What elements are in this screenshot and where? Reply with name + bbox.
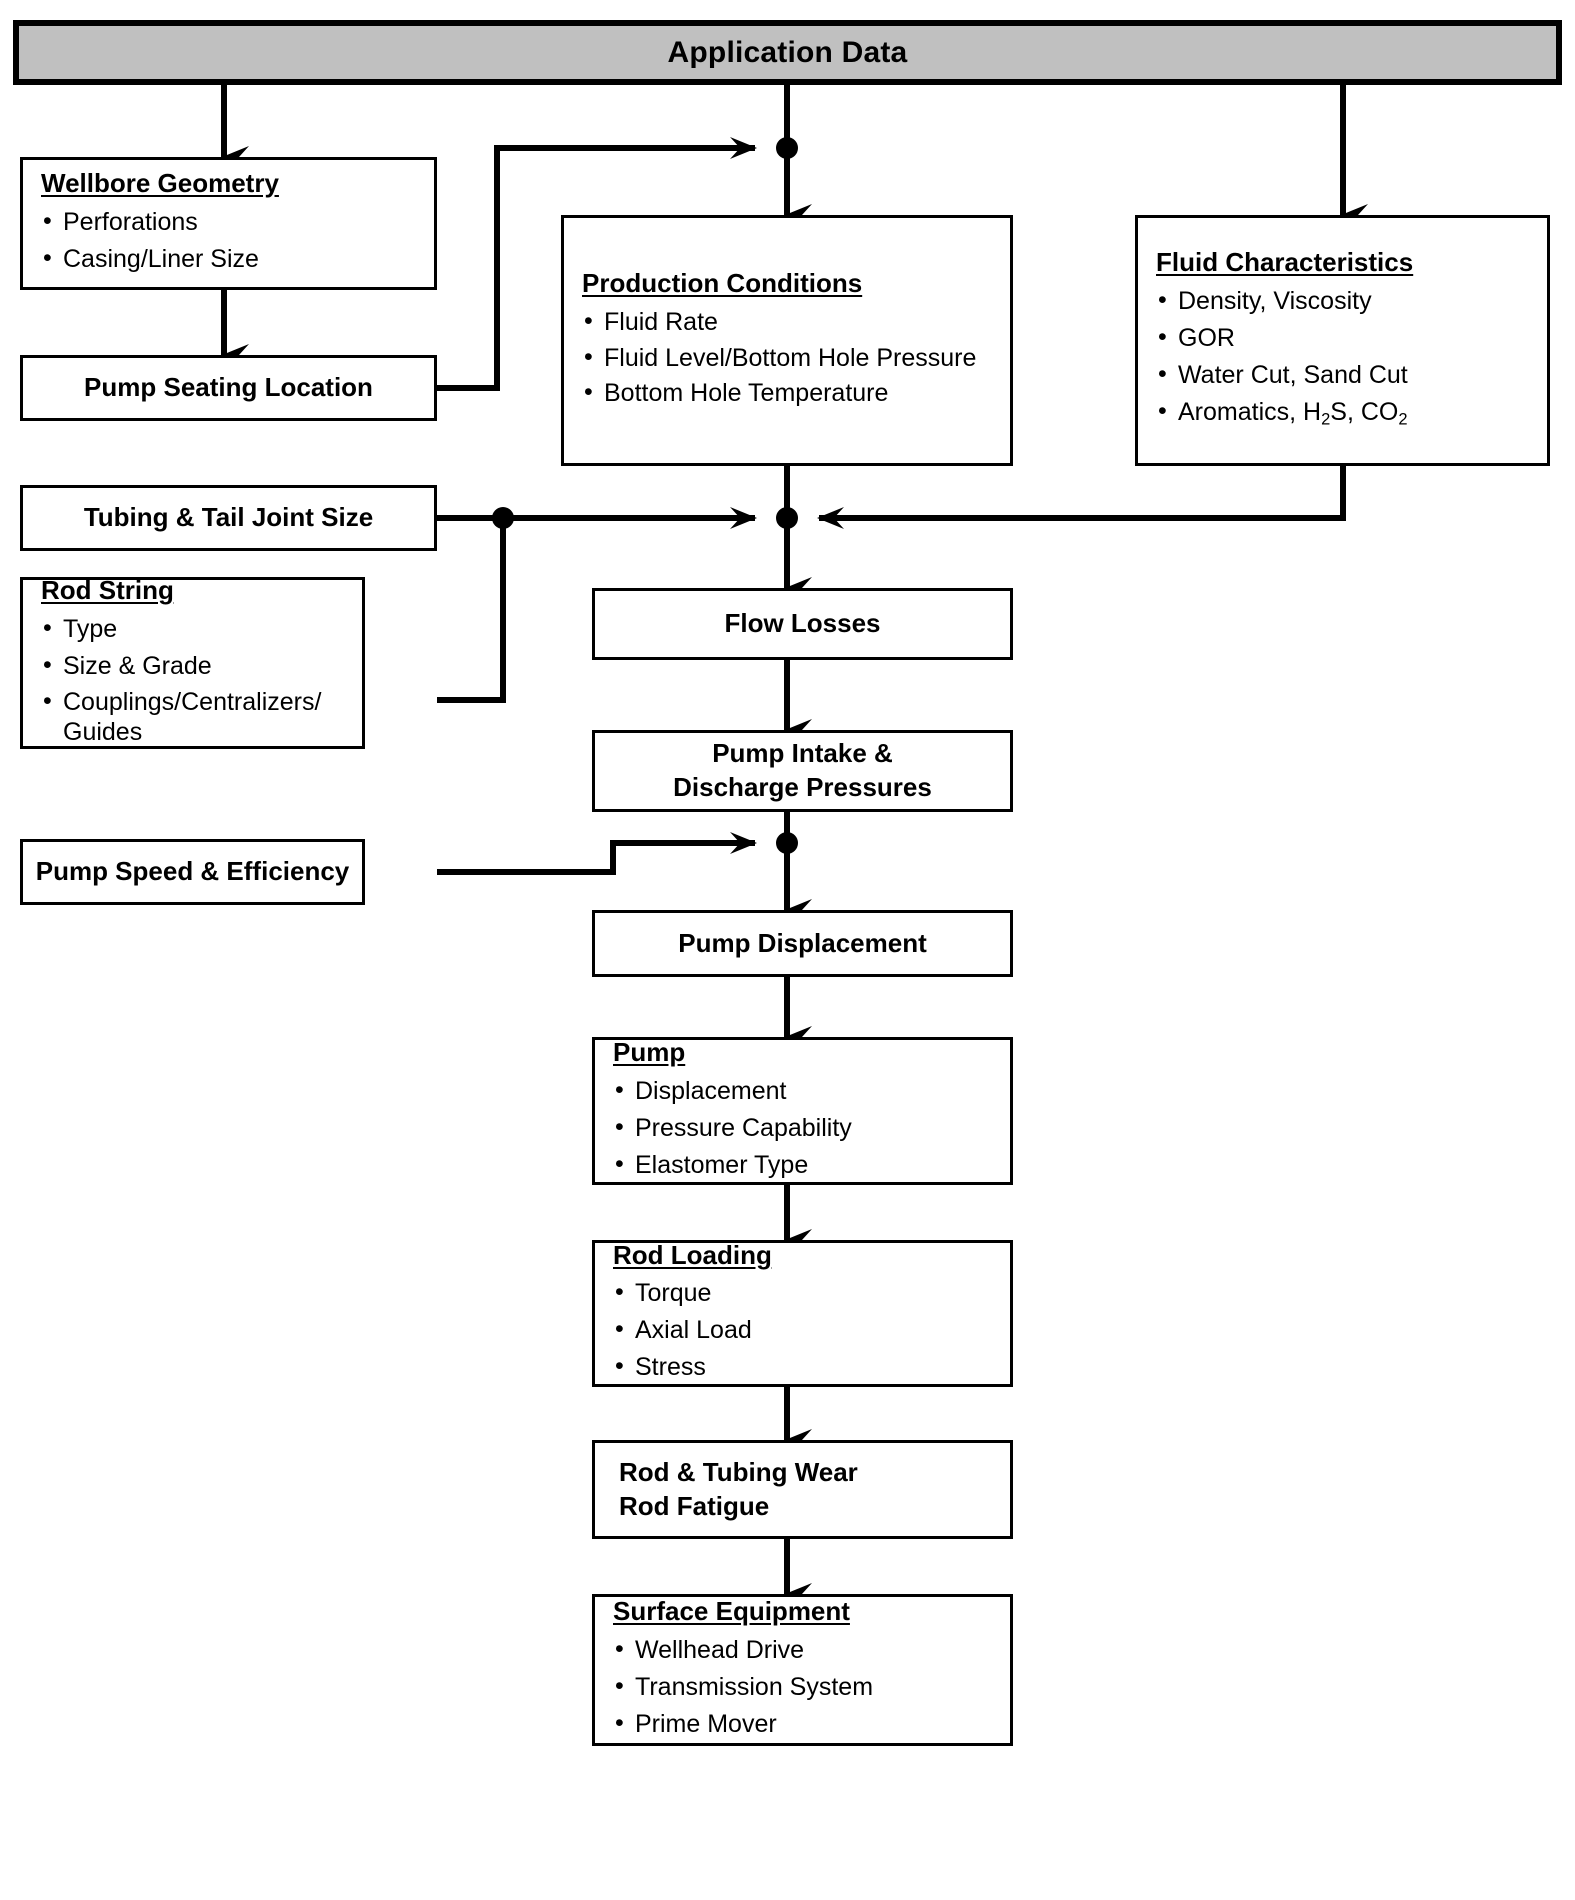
fluid-characteristics-list: Density, Viscosity GOR Water Cut, Sand C…	[1138, 281, 1547, 435]
junction-dot-displacement	[776, 832, 798, 854]
aromatics-pre: Aromatics, H	[1178, 397, 1322, 426]
aromatics-sub-1: 2	[1321, 410, 1331, 429]
list-item: Axial Load	[613, 1313, 1002, 1347]
list-item: Fluid Rate	[582, 305, 1002, 339]
rod-tubing-wear-line2: Rod Fatigue	[619, 1490, 770, 1521]
pump-pressures-line2: Discharge Pressures	[673, 772, 932, 802]
list-item: Torque	[613, 1276, 1002, 1310]
list-item: Type	[41, 612, 354, 646]
node-pump-displacement[interactable]: Pump Displacement	[592, 910, 1013, 977]
pump-title: Pump	[613, 1037, 686, 1068]
list-item: GOR	[1156, 321, 1539, 355]
node-surface-equipment[interactable]: Surface Equipment Wellhead Drive Transmi…	[592, 1594, 1013, 1746]
node-rod-loading[interactable]: Rod Loading Torque Axial Load Stress	[592, 1240, 1013, 1387]
rod-string-list: Type Size & Grade Couplings/Centralizers…	[23, 609, 362, 752]
surface-equipment-list: Wellhead Drive Transmission System Prime…	[595, 1630, 1010, 1745]
list-item: Elastomer Type	[613, 1148, 1002, 1182]
rod-loading-list: Torque Axial Load Stress	[595, 1273, 1010, 1388]
tubing-tail-joint-label: Tubing & Tail Joint Size	[83, 502, 374, 533]
pump-displacement-label: Pump Displacement	[678, 927, 927, 958]
list-item: Prime Mover	[613, 1707, 1002, 1741]
production-conditions-title: Production Conditions	[582, 268, 863, 298]
node-pump-pressures[interactable]: Pump Intake & Discharge Pressures	[592, 730, 1013, 812]
rod-tubing-wear-line1: Rod & Tubing Wear	[619, 1456, 858, 1487]
list-item: Stress	[613, 1350, 1002, 1384]
edge-rodstring-to-tubingline	[437, 518, 506, 703]
list-item: Perforations	[41, 205, 426, 239]
node-production-conditions[interactable]: Production Conditions Fluid Rate Fluid L…	[561, 215, 1013, 466]
wellbore-geometry-list: Perforations Casing/Liner Size	[23, 202, 434, 280]
pump-speed-efficiency-label: Pump Speed & Efficiency	[35, 856, 350, 887]
aromatics-sub-2: 2	[1398, 410, 1408, 429]
pump-list: Displacement Pressure Capability Elastom…	[595, 1071, 1010, 1186]
list-item: Pressure Capability	[613, 1111, 1002, 1145]
list-item-aromatics: Aromatics, H2S, CO2	[1156, 395, 1539, 431]
list-item: Wellhead Drive	[613, 1633, 1002, 1667]
node-application-data[interactable]: Application Data	[13, 20, 1562, 85]
list-item: Fluid Level/Bottom Hole Pressure	[582, 342, 1002, 374]
list-item: Size & Grade	[41, 649, 354, 683]
pump-pressures-label: Pump Intake & Discharge Pressures	[595, 737, 1010, 805]
pump-pressures-line1: Pump Intake &	[712, 738, 893, 769]
pump-seating-location-label: Pump Seating Location	[84, 372, 373, 403]
flow-losses-label: Flow Losses	[724, 608, 881, 639]
node-wellbore-geometry[interactable]: Wellbore Geometry Perforations Casing/Li…	[20, 157, 437, 290]
node-rod-tubing-wear[interactable]: Rod & Tubing Wear Rod Fatigue	[592, 1440, 1013, 1539]
list-item: Bottom Hole Temperature	[582, 376, 1002, 410]
edge-fluid-to-flowjunction	[817, 466, 1346, 529]
list-item: Water Cut, Sand Cut	[1156, 358, 1539, 392]
junction-dot-tubing-split	[492, 507, 514, 529]
wellbore-geometry-title: Wellbore Geometry	[41, 168, 279, 199]
list-item: Casing/Liner Size	[41, 242, 426, 276]
list-item: Couplings/Centralizers/ Guides	[41, 686, 354, 748]
application-data-title: Application Data	[667, 35, 908, 69]
node-flow-losses[interactable]: Flow Losses	[592, 588, 1013, 660]
node-fluid-characteristics[interactable]: Fluid Characteristics Density, Viscosity…	[1135, 215, 1550, 466]
list-item: Transmission System	[613, 1670, 1002, 1704]
node-pump[interactable]: Pump Displacement Pressure Capability El…	[592, 1037, 1013, 1185]
rod-string-title: Rod String	[41, 575, 174, 606]
node-rod-string[interactable]: Rod String Type Size & Grade Couplings/C…	[20, 575, 365, 752]
node-pump-seating-location[interactable]: Pump Seating Location	[20, 355, 437, 421]
list-item: Displacement	[613, 1074, 1002, 1108]
node-tubing-tail-joint[interactable]: Tubing & Tail Joint Size	[20, 485, 437, 551]
list-item: Density, Viscosity	[1156, 284, 1539, 318]
rod-loading-title: Rod Loading	[613, 1239, 772, 1270]
surface-equipment-title: Surface Equipment	[613, 1596, 850, 1627]
fluid-characteristics-title: Fluid Characteristics	[1156, 247, 1414, 278]
junction-dot-flowlosses	[776, 507, 798, 529]
rod-tubing-wear-label: Rod & Tubing Wear Rod Fatigue	[595, 1456, 1010, 1524]
aromatics-mid: S, CO	[1330, 397, 1399, 426]
node-pump-speed-efficiency[interactable]: Pump Speed & Efficiency	[20, 839, 365, 905]
edge-pumpspeed-to-displjunction	[437, 832, 757, 875]
production-conditions-list: Fluid Rate Fluid Level/Bottom Hole Press…	[564, 302, 1010, 415]
junction-dot-production	[776, 137, 798, 159]
